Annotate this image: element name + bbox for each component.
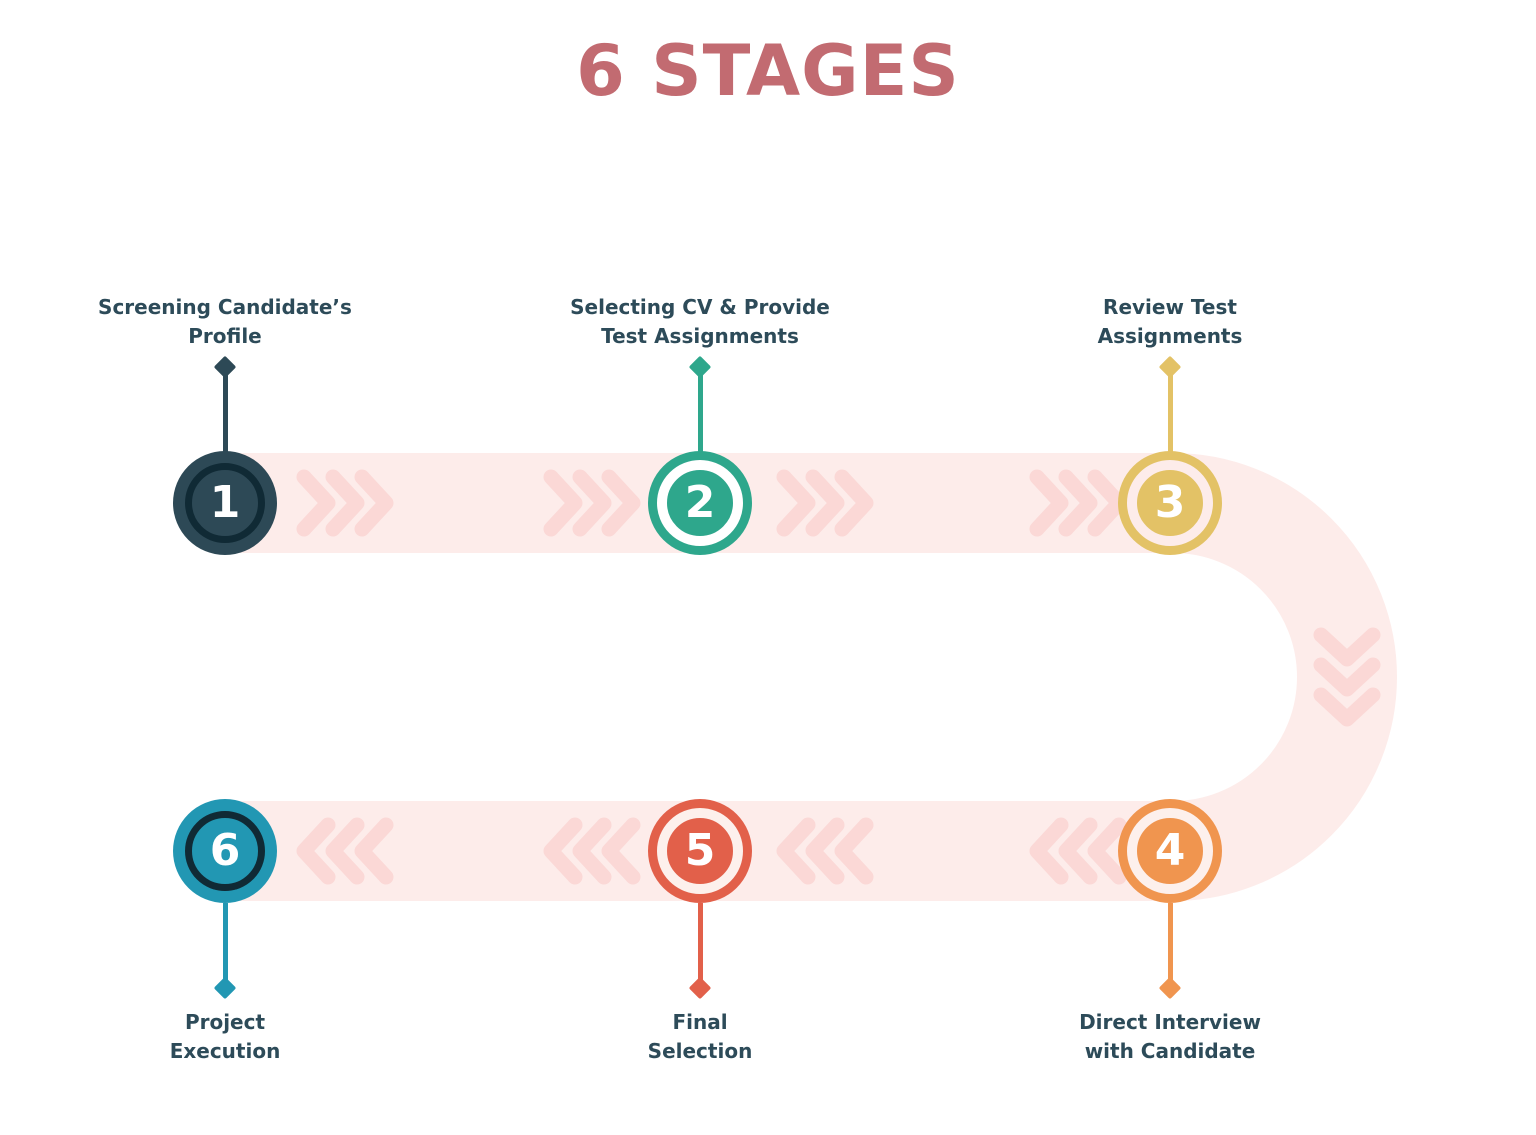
chevrons-back-group-2 [776, 817, 874, 885]
stage-3-connector-line [1167, 367, 1173, 452]
stage-5-circle: 5 [648, 799, 752, 903]
chevron-left-icon [1058, 817, 1098, 885]
chevron-down-icon [1313, 657, 1381, 697]
stage-1-number: 1 [209, 477, 241, 528]
chevron-right-icon [354, 469, 394, 537]
chevron-left-icon [1029, 817, 1069, 885]
chevron-left-icon [296, 817, 336, 885]
stage-5-number: 5 [684, 825, 716, 876]
stage-5-connector-line [697, 903, 703, 988]
stage-1-connector-line [222, 367, 228, 452]
stage-1-circle: 1 [173, 451, 277, 555]
chevron-right-icon [296, 469, 336, 537]
stage-6-connector-line [222, 903, 228, 988]
chevron-right-icon [572, 469, 612, 537]
chevron-left-icon [601, 817, 641, 885]
stage-4-label: Direct Interview with Candidate [1079, 1010, 1261, 1063]
chevrons-forward-group-4 [1029, 469, 1127, 537]
stage-2-diamond-marker [688, 355, 712, 379]
stage-1-label: Screening Candidate’s Profile [98, 295, 352, 348]
stage-5-ring [657, 808, 743, 894]
stage-2-number: 2 [684, 477, 716, 528]
chevrons-back-group-1 [1029, 817, 1127, 885]
page-title: 6 STAGES [576, 30, 960, 112]
stage-5-label: Final Selection [647, 1010, 753, 1063]
stage-3-ring [1127, 460, 1213, 546]
chevron-right-icon [776, 469, 816, 537]
chevron-right-icon [1087, 469, 1127, 537]
stage-6-circle: 6 [173, 799, 277, 903]
stage-6-ring [185, 811, 265, 891]
chevron-left-icon [1087, 817, 1127, 885]
stage-5-diamond-marker [688, 976, 712, 1000]
chevrons-down-curve-group [1313, 627, 1381, 727]
chevron-right-icon [1029, 469, 1069, 537]
stage-6-number: 6 [209, 825, 241, 876]
chevron-right-icon [805, 469, 845, 537]
stage-6-diamond-marker [213, 976, 237, 1000]
stage-4-circle: 4 [1118, 799, 1222, 903]
chevrons-back-group-4 [296, 817, 394, 885]
chevron-right-icon [601, 469, 641, 537]
stage-6-label: Project Execution [169, 1010, 281, 1063]
chevron-right-icon [325, 469, 365, 537]
stage-3-number: 3 [1154, 477, 1186, 528]
stage-2-ring [657, 460, 743, 546]
stage-3-label: Review Test Assignments [1097, 295, 1243, 348]
chevron-right-icon [1058, 469, 1098, 537]
chevron-left-icon [805, 817, 845, 885]
stage-4-ring [1127, 808, 1213, 894]
stage-3-circle: 3 [1118, 451, 1222, 555]
chevron-down-icon [1313, 687, 1381, 727]
chevron-left-icon [325, 817, 365, 885]
stage-4-number: 4 [1154, 825, 1186, 876]
chevron-right-icon [543, 469, 583, 537]
chevron-left-icon [572, 817, 612, 885]
stage-2-connector-line [697, 367, 703, 452]
chevron-left-icon [543, 817, 583, 885]
stage-1-ring [185, 463, 265, 543]
chevron-down-icon [1313, 627, 1381, 667]
stage-2-circle: 2 [648, 451, 752, 555]
stage-2-label: Selecting CV & Provide Test Assignments [570, 295, 830, 348]
chevrons-forward-group-2 [543, 469, 641, 537]
chevron-left-icon [834, 817, 874, 885]
stage-4-connector-line [1167, 903, 1173, 988]
chevrons-forward-group-1 [296, 469, 394, 537]
stage-3-diamond-marker [1158, 355, 1182, 379]
chevrons-back-group-3 [543, 817, 641, 885]
chevron-left-icon [354, 817, 394, 885]
stage-4-diamond-marker [1158, 976, 1182, 1000]
chevrons-forward-group-3 [776, 469, 874, 537]
stage-1-diamond-marker [213, 355, 237, 379]
chevron-left-icon [776, 817, 816, 885]
chevron-right-icon [834, 469, 874, 537]
